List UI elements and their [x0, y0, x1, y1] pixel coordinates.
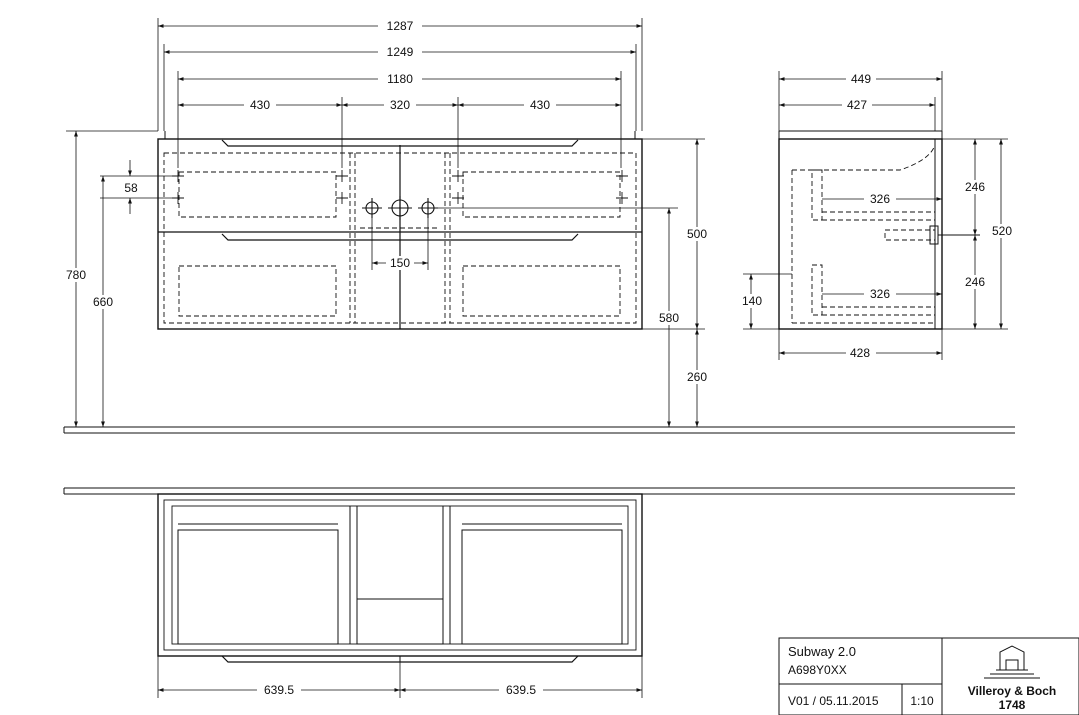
drawing-scale: 1:10 — [910, 694, 934, 708]
dim-tap-spacing: 150 — [390, 256, 410, 270]
plan-view — [63, 487, 1015, 663]
dim-offset-58: 58 — [124, 181, 138, 195]
dim-height-246-bottom: 246 — [965, 275, 985, 289]
side-view — [778, 130, 980, 330]
dim-width-1180: 1180 — [387, 72, 413, 86]
dim-height-520: 520 — [992, 224, 1012, 238]
dim-height-660: 660 — [93, 295, 113, 309]
dim-segment-left: 430 — [250, 98, 270, 112]
front-view — [63, 131, 1015, 434]
article-number: A698Y0XX — [788, 663, 847, 677]
dim-base-140: 140 — [742, 294, 762, 308]
brand-name: Villeroy & Boch — [968, 684, 1056, 698]
plan-dimension-labels: 639.5 639.5 — [257, 683, 543, 697]
dim-depth-428: 428 — [850, 346, 870, 360]
side-dimensions — [743, 71, 1008, 360]
dim-depth-427: 427 — [847, 98, 867, 112]
side-dimension-labels: 449 427 326 326 428 246 246 520 140 — [740, 72, 1016, 360]
dim-height-260: 260 — [687, 370, 707, 384]
dim-segment-right: 430 — [530, 98, 550, 112]
product-name: Subway 2.0 — [788, 644, 856, 659]
front-dimension-labels: 1287 1249 1180 430 320 430 58 150 780 66… — [60, 19, 713, 384]
version-date: V01 / 05.11.2015 — [788, 694, 879, 708]
castle-icon — [984, 645, 1040, 679]
dim-depth-449: 449 — [851, 72, 871, 86]
dim-half-width-left: 639.5 — [264, 683, 294, 697]
dim-half-width-right: 639.5 — [506, 683, 536, 697]
dim-height-580: 580 — [659, 311, 679, 325]
dim-height-780: 780 — [66, 268, 86, 282]
dim-segment-center: 320 — [390, 98, 410, 112]
dim-height-500: 500 — [687, 227, 707, 241]
brand-year: 1748 — [999, 698, 1026, 712]
dim-drawer-depth-bottom: 326 — [870, 287, 890, 301]
title-block — [778, 637, 1079, 715]
dim-width-1249: 1249 — [387, 45, 414, 59]
dim-height-246-top: 246 — [965, 180, 985, 194]
dim-drawer-depth-top: 326 — [870, 192, 890, 206]
brand-logo: Villeroy & Boch 1748 — [968, 645, 1056, 712]
dim-width-1287: 1287 — [387, 19, 414, 33]
